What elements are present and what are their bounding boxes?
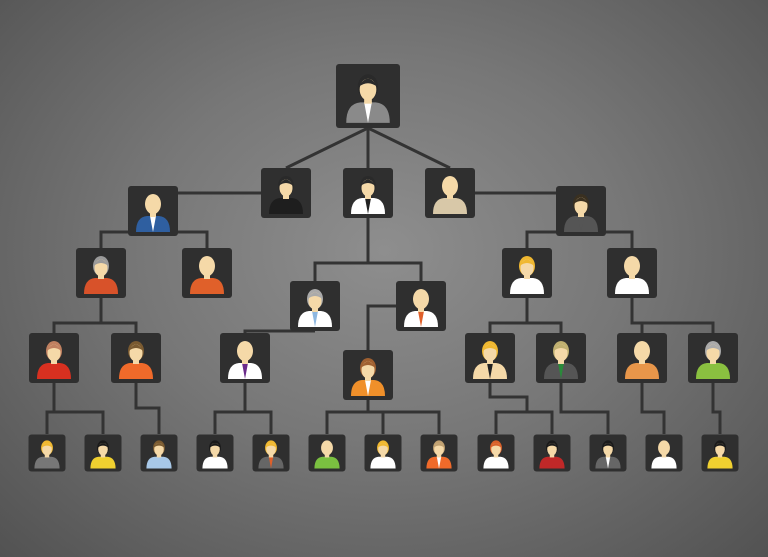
person-node[interactable] <box>477 434 515 472</box>
person-node[interactable] <box>28 434 66 472</box>
avatar-icon <box>483 440 509 469</box>
connector-line <box>367 126 451 170</box>
avatar-icon <box>625 341 659 379</box>
avatar-icon <box>146 440 172 469</box>
avatar-icon <box>136 194 170 232</box>
avatar-icon <box>696 341 730 379</box>
avatar-icon <box>119 341 153 379</box>
avatar-icon <box>269 176 303 214</box>
avatar-icon <box>473 341 507 379</box>
avatar-icon <box>37 341 71 379</box>
person-node[interactable] <box>76 248 126 298</box>
person-node[interactable] <box>220 333 270 383</box>
person-node[interactable] <box>111 333 161 383</box>
avatar-icon <box>84 256 118 294</box>
connector-line <box>711 383 722 434</box>
avatar-icon <box>190 256 224 294</box>
person-node[interactable] <box>688 333 738 383</box>
person-node[interactable] <box>343 168 393 218</box>
avatar-icon <box>510 256 544 294</box>
person-node[interactable] <box>29 333 79 383</box>
person-node[interactable] <box>343 350 393 400</box>
connector-line <box>45 383 56 434</box>
person-node[interactable] <box>140 434 178 472</box>
connector-line <box>630 298 644 333</box>
connector-line <box>285 126 369 170</box>
avatar-icon <box>651 440 677 469</box>
avatar-icon <box>433 176 467 214</box>
connector-line <box>213 383 247 434</box>
person-node[interactable] <box>252 434 290 472</box>
person-node[interactable] <box>645 434 683 472</box>
person-node[interactable] <box>182 248 232 298</box>
avatar-icon <box>314 440 340 469</box>
person-node[interactable] <box>84 434 122 472</box>
nodes <box>28 64 739 472</box>
connector-line <box>245 410 273 434</box>
connector-line <box>640 383 666 434</box>
connector-line <box>642 321 715 333</box>
connector-line <box>488 383 529 434</box>
person-node[interactable] <box>556 186 606 236</box>
avatar-icon <box>90 440 116 469</box>
person-node[interactable] <box>196 434 234 472</box>
person-node[interactable] <box>261 168 311 218</box>
connector-line <box>488 298 529 333</box>
avatar-icon <box>707 440 733 469</box>
person-node[interactable] <box>128 186 178 236</box>
connector-line <box>559 383 610 434</box>
person-node[interactable] <box>589 434 627 472</box>
person-node[interactable] <box>701 434 739 472</box>
avatar-icon <box>298 289 332 327</box>
connector-line <box>52 298 103 333</box>
avatar-icon <box>351 358 385 396</box>
person-node[interactable] <box>536 333 586 383</box>
connector-line <box>243 329 315 333</box>
person-node[interactable] <box>607 248 657 298</box>
person-node[interactable] <box>420 434 458 472</box>
connector-line <box>368 410 441 434</box>
connector-line <box>134 383 161 434</box>
avatar-icon <box>404 289 438 327</box>
person-node[interactable] <box>617 333 667 383</box>
person-node[interactable] <box>308 434 346 472</box>
person-node[interactable] <box>396 281 446 331</box>
connector-line <box>527 410 554 434</box>
connector-line <box>101 321 138 333</box>
connector-line <box>325 400 370 434</box>
connector-line <box>368 261 423 281</box>
avatar-icon <box>595 440 621 469</box>
person-node[interactable] <box>425 168 475 218</box>
avatar-icon <box>564 194 598 232</box>
person-node[interactable] <box>502 248 552 298</box>
avatar-icon <box>346 74 390 123</box>
avatar-icon <box>539 440 565 469</box>
person-node[interactable] <box>465 333 515 383</box>
avatar-icon <box>34 440 60 469</box>
connector-line <box>527 321 563 333</box>
connector-line <box>54 410 105 434</box>
avatar-icon <box>228 341 262 379</box>
avatar-icon <box>615 256 649 294</box>
person-node[interactable] <box>533 434 571 472</box>
avatar-icon <box>258 440 284 469</box>
avatar-icon <box>351 176 385 214</box>
person-node[interactable] <box>336 64 400 128</box>
person-node[interactable] <box>290 281 340 331</box>
person-node[interactable] <box>364 434 402 472</box>
avatar-icon <box>544 341 578 379</box>
avatar-icon <box>202 440 228 469</box>
connector-line <box>313 218 370 281</box>
avatar-icon <box>370 440 396 469</box>
avatar-icon <box>426 440 452 469</box>
